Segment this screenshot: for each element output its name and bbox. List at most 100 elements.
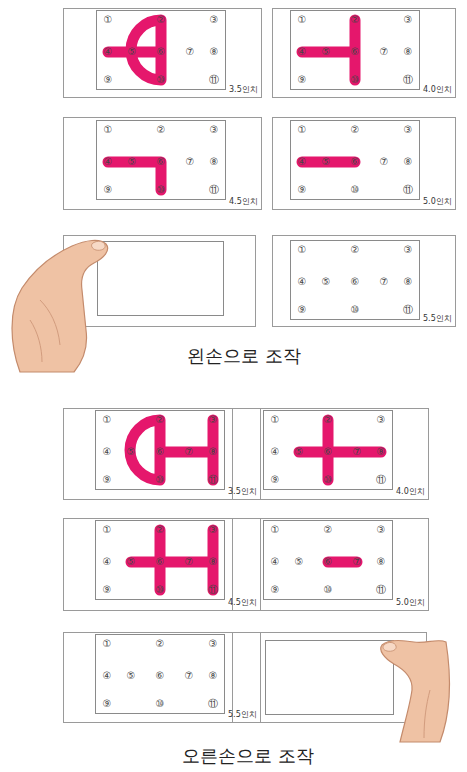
zone-number: ⑩	[351, 185, 360, 195]
phone-panel: ①②③④⑤⑥⑦⑧⑨⑩⑪3.5인치	[63, 8, 262, 98]
zone-number: ⑦	[353, 557, 362, 567]
zone-number: ⑥	[351, 157, 360, 167]
zone-number: ⑩	[324, 475, 333, 485]
size-label: 5.0인치	[396, 599, 425, 607]
zone-number: ⑧	[210, 47, 219, 57]
zone-number: ⑦	[185, 447, 194, 457]
zone-number: ①	[103, 639, 112, 649]
zone-number: ⑨	[298, 305, 307, 315]
zone-number: ④	[103, 447, 112, 457]
zone-number: ⑪	[403, 185, 413, 195]
touch-zone	[108, 20, 161, 80]
zone-number: ③	[377, 415, 386, 425]
zone-number: ⑪	[209, 185, 219, 195]
size-label: 5.5인치	[423, 315, 452, 323]
phone-screen: ①②③④⑤⑥⑦⑧⑨⑩⑪	[96, 120, 226, 200]
zone-number: ④	[298, 47, 307, 57]
size-label: 4.5인치	[228, 599, 257, 607]
zone-number: ⑧	[404, 277, 413, 287]
phone-screen: ①②③④⑤⑥⑦⑧⑨⑩⑪	[290, 240, 420, 320]
zone-number: ⑧	[210, 157, 219, 167]
zone-number: ⑨	[103, 475, 112, 485]
zone-number: ⑪	[376, 585, 386, 595]
zone-number: ⑤	[295, 557, 304, 567]
hand-phones	[64, 236, 427, 723]
zone-number: ⑦	[186, 47, 195, 57]
zone-number: ③	[209, 415, 218, 425]
zone-number: ⑨	[271, 475, 280, 485]
phone-screen: ①②③④⑤⑥⑦⑧⑨⑩⑪	[95, 520, 225, 600]
zone-number: ③	[210, 15, 219, 25]
zone-number: ⑨	[104, 185, 113, 195]
zone-number: ②	[324, 415, 333, 425]
zone-number: ⑪	[403, 75, 413, 85]
zone-number: ⑩	[157, 185, 166, 195]
phone-screen	[266, 641, 394, 715]
zone-number: ⑪	[376, 475, 386, 485]
zone-number: ⑥	[351, 47, 360, 57]
phone-screen	[98, 242, 224, 316]
zone-number: ⑥	[156, 671, 165, 681]
thumbnail	[383, 642, 396, 651]
zone-number: ①	[298, 125, 307, 135]
zone-number: ⑧	[404, 157, 413, 167]
zone-number: ⑩	[156, 585, 165, 595]
zone-number: ①	[103, 525, 112, 535]
zone-number: ⑩	[324, 585, 333, 595]
zone-number: ⑤	[127, 447, 136, 457]
left-hand	[12, 240, 108, 372]
zone-number: ⑦	[353, 447, 362, 457]
phone-panel: ①②③④⑤⑥⑦⑧⑨⑩⑪5.5인치	[63, 632, 261, 723]
zone-number: ②	[156, 525, 165, 535]
zone-number: ⑩	[351, 305, 360, 315]
size-label: 5.0인치	[423, 198, 452, 206]
hand-crease	[30, 300, 60, 362]
zone-number: ⑥	[156, 557, 165, 567]
zone-number: ⑥	[324, 557, 333, 567]
zone-number: ④	[298, 277, 307, 287]
zone-number: ⑩	[351, 75, 360, 85]
zone-number: ③	[404, 245, 413, 255]
phone-screen: ①②③④⑤⑥⑦⑧⑨⑩⑪	[95, 634, 225, 714]
zone-number: ⑥	[157, 157, 166, 167]
zone-number: ②	[324, 525, 333, 535]
zone-number: ①	[104, 125, 113, 135]
zone-number: ④	[298, 157, 307, 167]
zone-number: ⑦	[380, 277, 389, 287]
thumbnail	[92, 241, 106, 250]
zone-number: ⑦	[186, 157, 195, 167]
zone-number: ⑨	[298, 185, 307, 195]
zone-number: ④	[103, 671, 112, 681]
touch-zone	[302, 20, 355, 80]
phone-screen: ①②③④⑤⑥⑦⑧⑨⑩⑪	[290, 120, 420, 200]
zone-number: ⑤	[127, 557, 136, 567]
zone-number: ⑧	[209, 447, 218, 457]
zone-number: ⑪	[208, 585, 218, 595]
zone-number: ②	[157, 125, 166, 135]
zone-number: ⑤	[128, 157, 137, 167]
caption: 오른손으로 조작	[98, 744, 398, 768]
phone-screen: ①②③④⑤⑥⑦⑧⑨⑩⑪	[95, 410, 225, 490]
zone-number: ①	[298, 15, 307, 25]
touch-zone	[131, 530, 213, 590]
hand	[381, 640, 450, 742]
zone-number: ①	[103, 415, 112, 425]
size-label: 5.5인치	[228, 711, 257, 719]
phone-screen: ①②③④⑤⑥⑦⑧⑨⑩⑪	[263, 520, 393, 600]
zone-number: ③	[377, 525, 386, 535]
zone-number: ⑤	[322, 47, 331, 57]
phone-panel: ①②③④⑤⑥⑦⑧⑨⑩⑪5.0인치	[232, 518, 429, 611]
size-label: 3.5인치	[228, 488, 257, 496]
zone-number: ⑩	[157, 75, 166, 85]
touch-zone	[299, 420, 381, 480]
zone-number: ⑨	[103, 699, 112, 709]
touch-zone	[130, 420, 213, 480]
zone-number: ⑦	[380, 47, 389, 57]
zone-number: ⑦	[380, 157, 389, 167]
zone-number: ⑤	[127, 671, 136, 681]
zone-number: ③	[210, 125, 219, 135]
size-label: 3.5인치	[229, 86, 258, 94]
zone-number: ⑦	[185, 557, 194, 567]
zone-number: ③	[209, 639, 218, 649]
